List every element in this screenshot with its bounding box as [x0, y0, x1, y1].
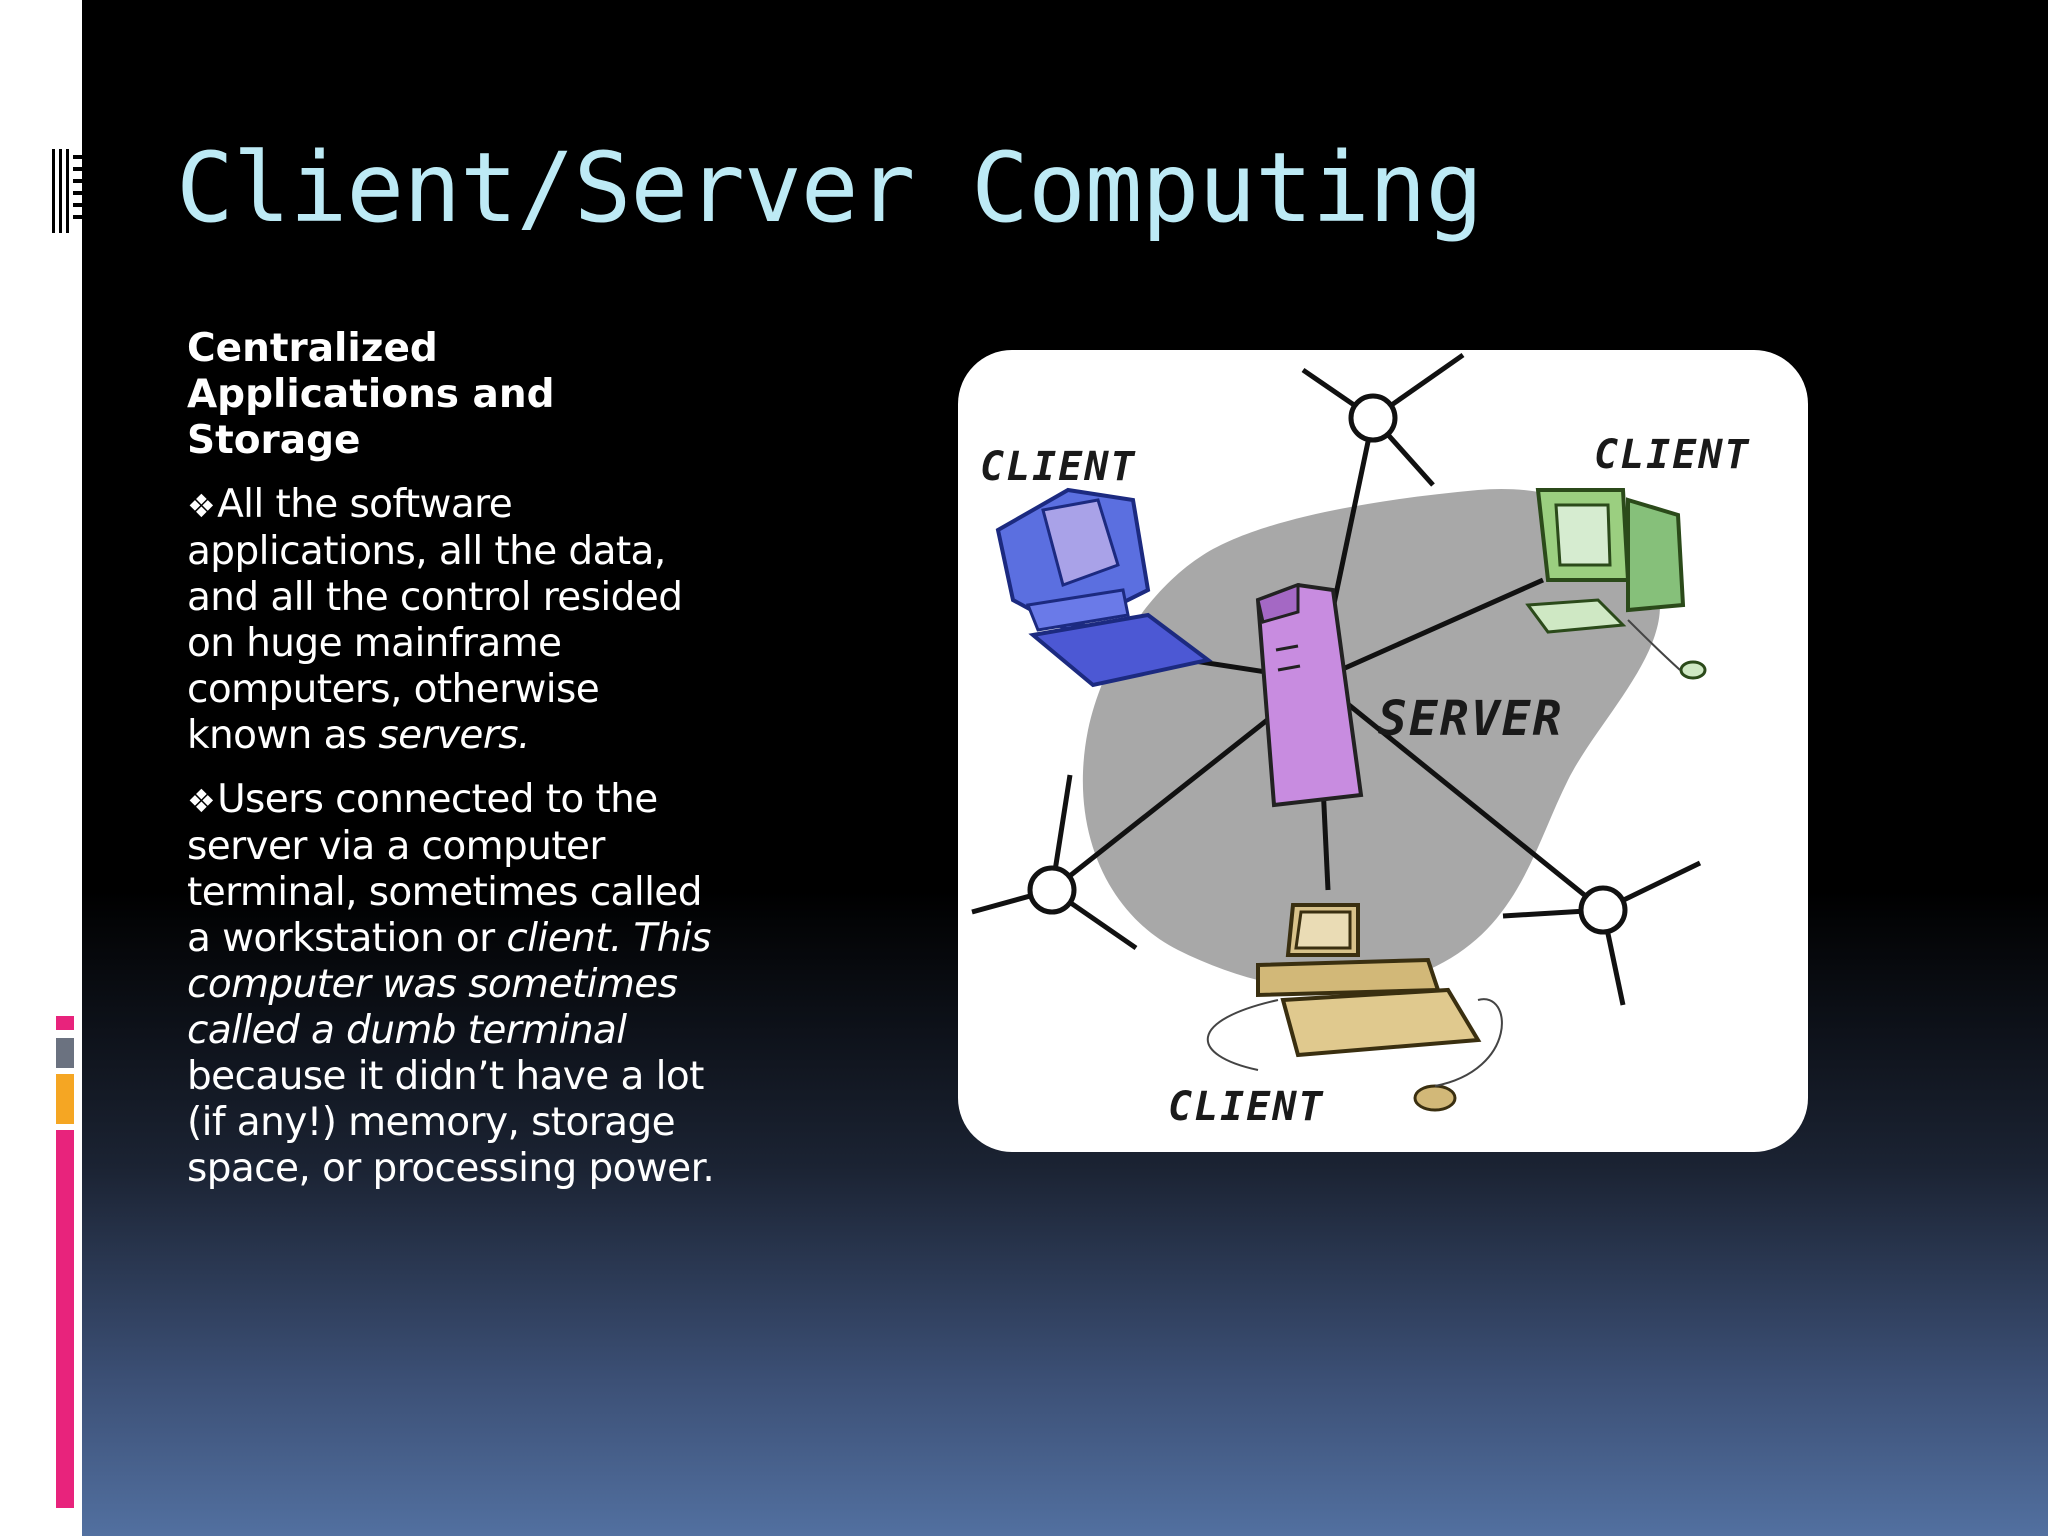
bullet-2-tail: because it didn’t have a lot (if any!) m…	[187, 1054, 715, 1191]
network-illustration: CLIENT CLIENT SERVER CLIENT	[971, 352, 1751, 1130]
client-computer-icon-bottom	[1206, 903, 1503, 1112]
bullet-1: ❖All the software applications, all the …	[187, 482, 717, 759]
server-label: SERVER	[1378, 691, 1563, 747]
client-label-top-right: CLIENT	[1594, 432, 1751, 478]
server-tower-icon	[1255, 582, 1364, 808]
client-computer-icon-right	[1525, 488, 1707, 680]
bullet-2: ❖Users connected to the server via a com…	[187, 777, 717, 1192]
bullet-2-text: Users connected to the server via a comp…	[187, 777, 702, 961]
diamond-bullet-icon: ❖	[187, 782, 216, 820]
network-nodes	[1027, 393, 1628, 935]
client-label-bottom: CLIENT	[1168, 1084, 1325, 1130]
bullet-1-italic: servers.	[378, 713, 530, 758]
background-blob	[1082, 488, 1660, 990]
client-label-top-left: CLIENT	[980, 444, 1137, 490]
window-stripes-icon	[48, 143, 82, 237]
bullet-2-italic: client. This computer was sometimes call…	[187, 916, 711, 1053]
accent-bars	[56, 1016, 74, 1508]
client-server-diagram: CLIENT CLIENT SERVER CLIENT	[958, 350, 1808, 1152]
body-text: Centralized Applications and Storage ❖Al…	[187, 326, 717, 1210]
bullet-1-text: All the software applications, all the d…	[187, 482, 683, 758]
section-heading: Centralized Applications and Storage	[187, 326, 555, 463]
diamond-bullet-icon: ❖	[187, 487, 216, 525]
client-computer-icon-left	[995, 487, 1213, 688]
slide-title: Client/Server Computing	[176, 132, 1483, 244]
